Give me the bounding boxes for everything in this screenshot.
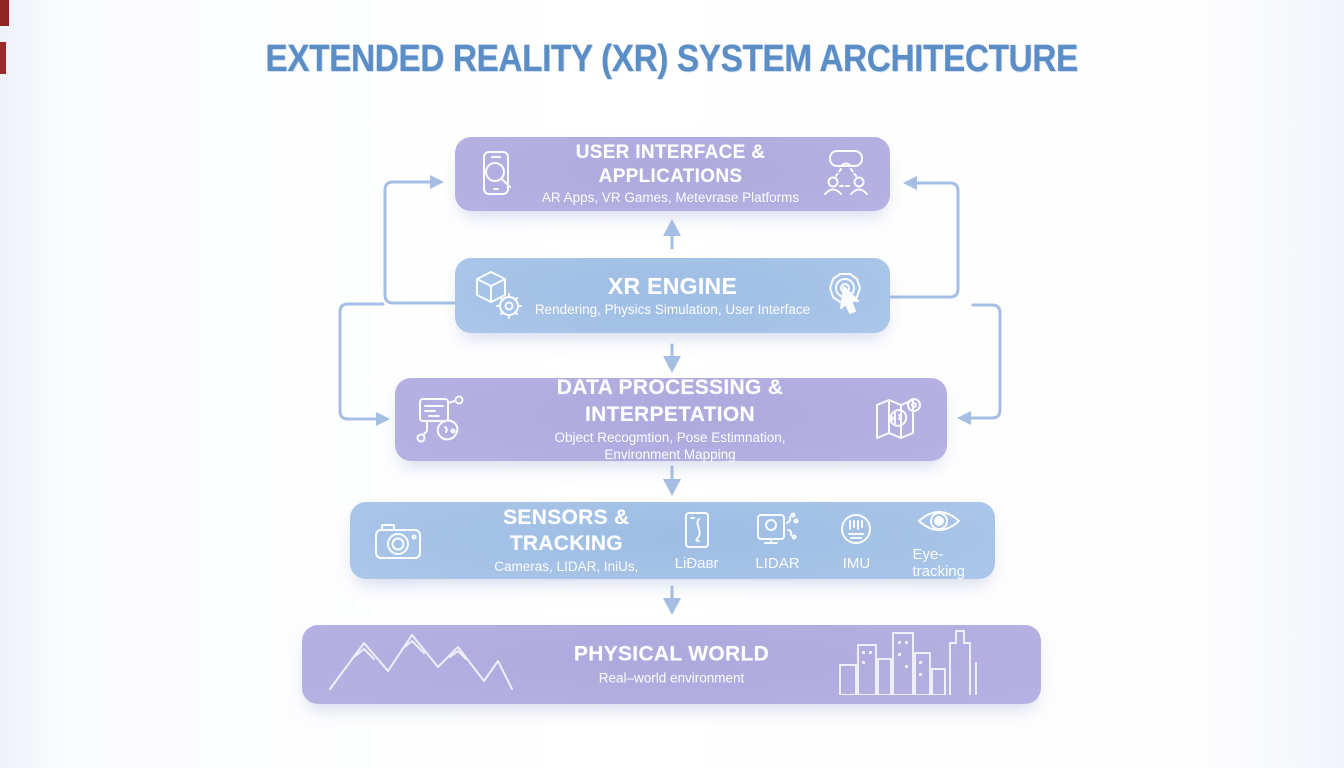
sensor-label: Eye-tracking <box>912 546 965 580</box>
layer-text: XR ENGINE Rendering, Physics Simulation,… <box>527 272 818 320</box>
arrowhead-icon <box>957 411 971 425</box>
layer-subtitle: Rendering, Physics Simulation, User Inte… <box>534 302 811 318</box>
arrowhead-icon <box>663 598 681 615</box>
layer-title: XR ENGINE <box>607 272 738 299</box>
arrowhead-icon <box>430 175 444 189</box>
mountains-illustration <box>326 627 541 698</box>
layer-user-interface: USER INTERFACE & APPLICATIONS AR Apps, V… <box>455 137 890 211</box>
sensor-label: LiĐaʙr <box>674 554 719 572</box>
smartphone-search-icon <box>473 148 521 200</box>
vr-headset-users-icon <box>820 146 872 202</box>
sensor-label: LIDAR <box>755 554 800 572</box>
engine-to-processing-left-route <box>338 302 385 421</box>
layer-subtitle: AR Apps, VR Games, Metevrase Platforms <box>541 190 800 206</box>
arrowhead-icon <box>663 356 681 373</box>
layer-text: DATA PROCESSING & INTERPETATION Object R… <box>471 375 869 463</box>
sensor-item-row: LiĐaʙr LIDAR <box>675 501 965 580</box>
map-brain-icon <box>869 391 927 449</box>
layer-subtitle-line1: Object Recogmtion, Pose Estimnation, <box>554 429 786 445</box>
layer-subtitle-line2: Environment Mapping <box>604 446 736 462</box>
page-title-text: EXTENDED REALITY (XR) SYSTEM ARCHITECTUR… <box>265 38 1079 80</box>
layer-title: DATA PROCESSING & INTERPETATION <box>556 376 784 426</box>
sensor-item-eye-tracking: Eye-tracking <box>912 501 965 580</box>
layer-text: PHYSICAL WORLD Real–world environment <box>302 640 1041 687</box>
arrowhead-icon <box>903 176 917 190</box>
engine-to-ui-right-route <box>888 181 960 299</box>
arrowhead-icon <box>663 219 681 236</box>
layer-subtitle: Cameras, LIDAR, IniUs, <box>494 559 639 575</box>
layer-text: USER INTERFACE & APPLICATIONS AR Apps, V… <box>521 141 820 207</box>
edge-artifact-mark <box>0 42 6 74</box>
sensor-item-imu: IMU <box>836 510 876 572</box>
gear-cursor-icon <box>818 268 872 324</box>
corner-artifact-mark <box>0 0 9 26</box>
engine-to-processing-right-route <box>969 303 1002 420</box>
sensor-item-lidar-phone: LiĐaʙr <box>674 510 719 572</box>
arrowhead-icon <box>376 412 390 426</box>
sensor-label: IMU <box>842 554 871 572</box>
layer-physical-world: PHYSICAL WORLD Real–world environment <box>302 625 1041 704</box>
arrowhead-icon <box>663 479 681 496</box>
engine-to-ui-left-route <box>383 180 457 305</box>
imu-icon <box>836 510 876 552</box>
layer-title: SENSORS & TRACKING <box>503 505 630 556</box>
layer-title: USER INTERFACE & APPLICATIONS <box>575 141 766 187</box>
layer-data-processing: DATA PROCESSING & INTERPETATION Object R… <box>395 375 947 463</box>
camera-icon <box>372 518 428 564</box>
eye-tracking-icon <box>914 501 964 543</box>
sensor-item-lidar: LIDAR <box>754 510 800 572</box>
ai-chip-brain-icon <box>415 391 471 449</box>
layer-text: SENSORS & TRACKING Cameras, LIDAR, IniUs… <box>458 505 675 576</box>
cube-gear-icon <box>473 268 527 324</box>
layer-title: PHYSICAL WORLD <box>573 642 770 666</box>
lidar-phone-icon <box>680 510 714 552</box>
layer-xr-engine: XR ENGINE Rendering, Physics Simulation,… <box>455 258 890 333</box>
page-title: EXTENDED REALITY (XR) SYSTEM ARCHITECTUR… <box>0 38 1344 81</box>
layer-subtitle: Real–world environment <box>598 670 745 686</box>
city-skyline-illustration <box>838 623 1023 700</box>
lidar-scanner-icon <box>754 510 800 552</box>
layer-sensors-tracking: SENSORS & TRACKING Cameras, LIDAR, IniUs… <box>350 501 995 580</box>
